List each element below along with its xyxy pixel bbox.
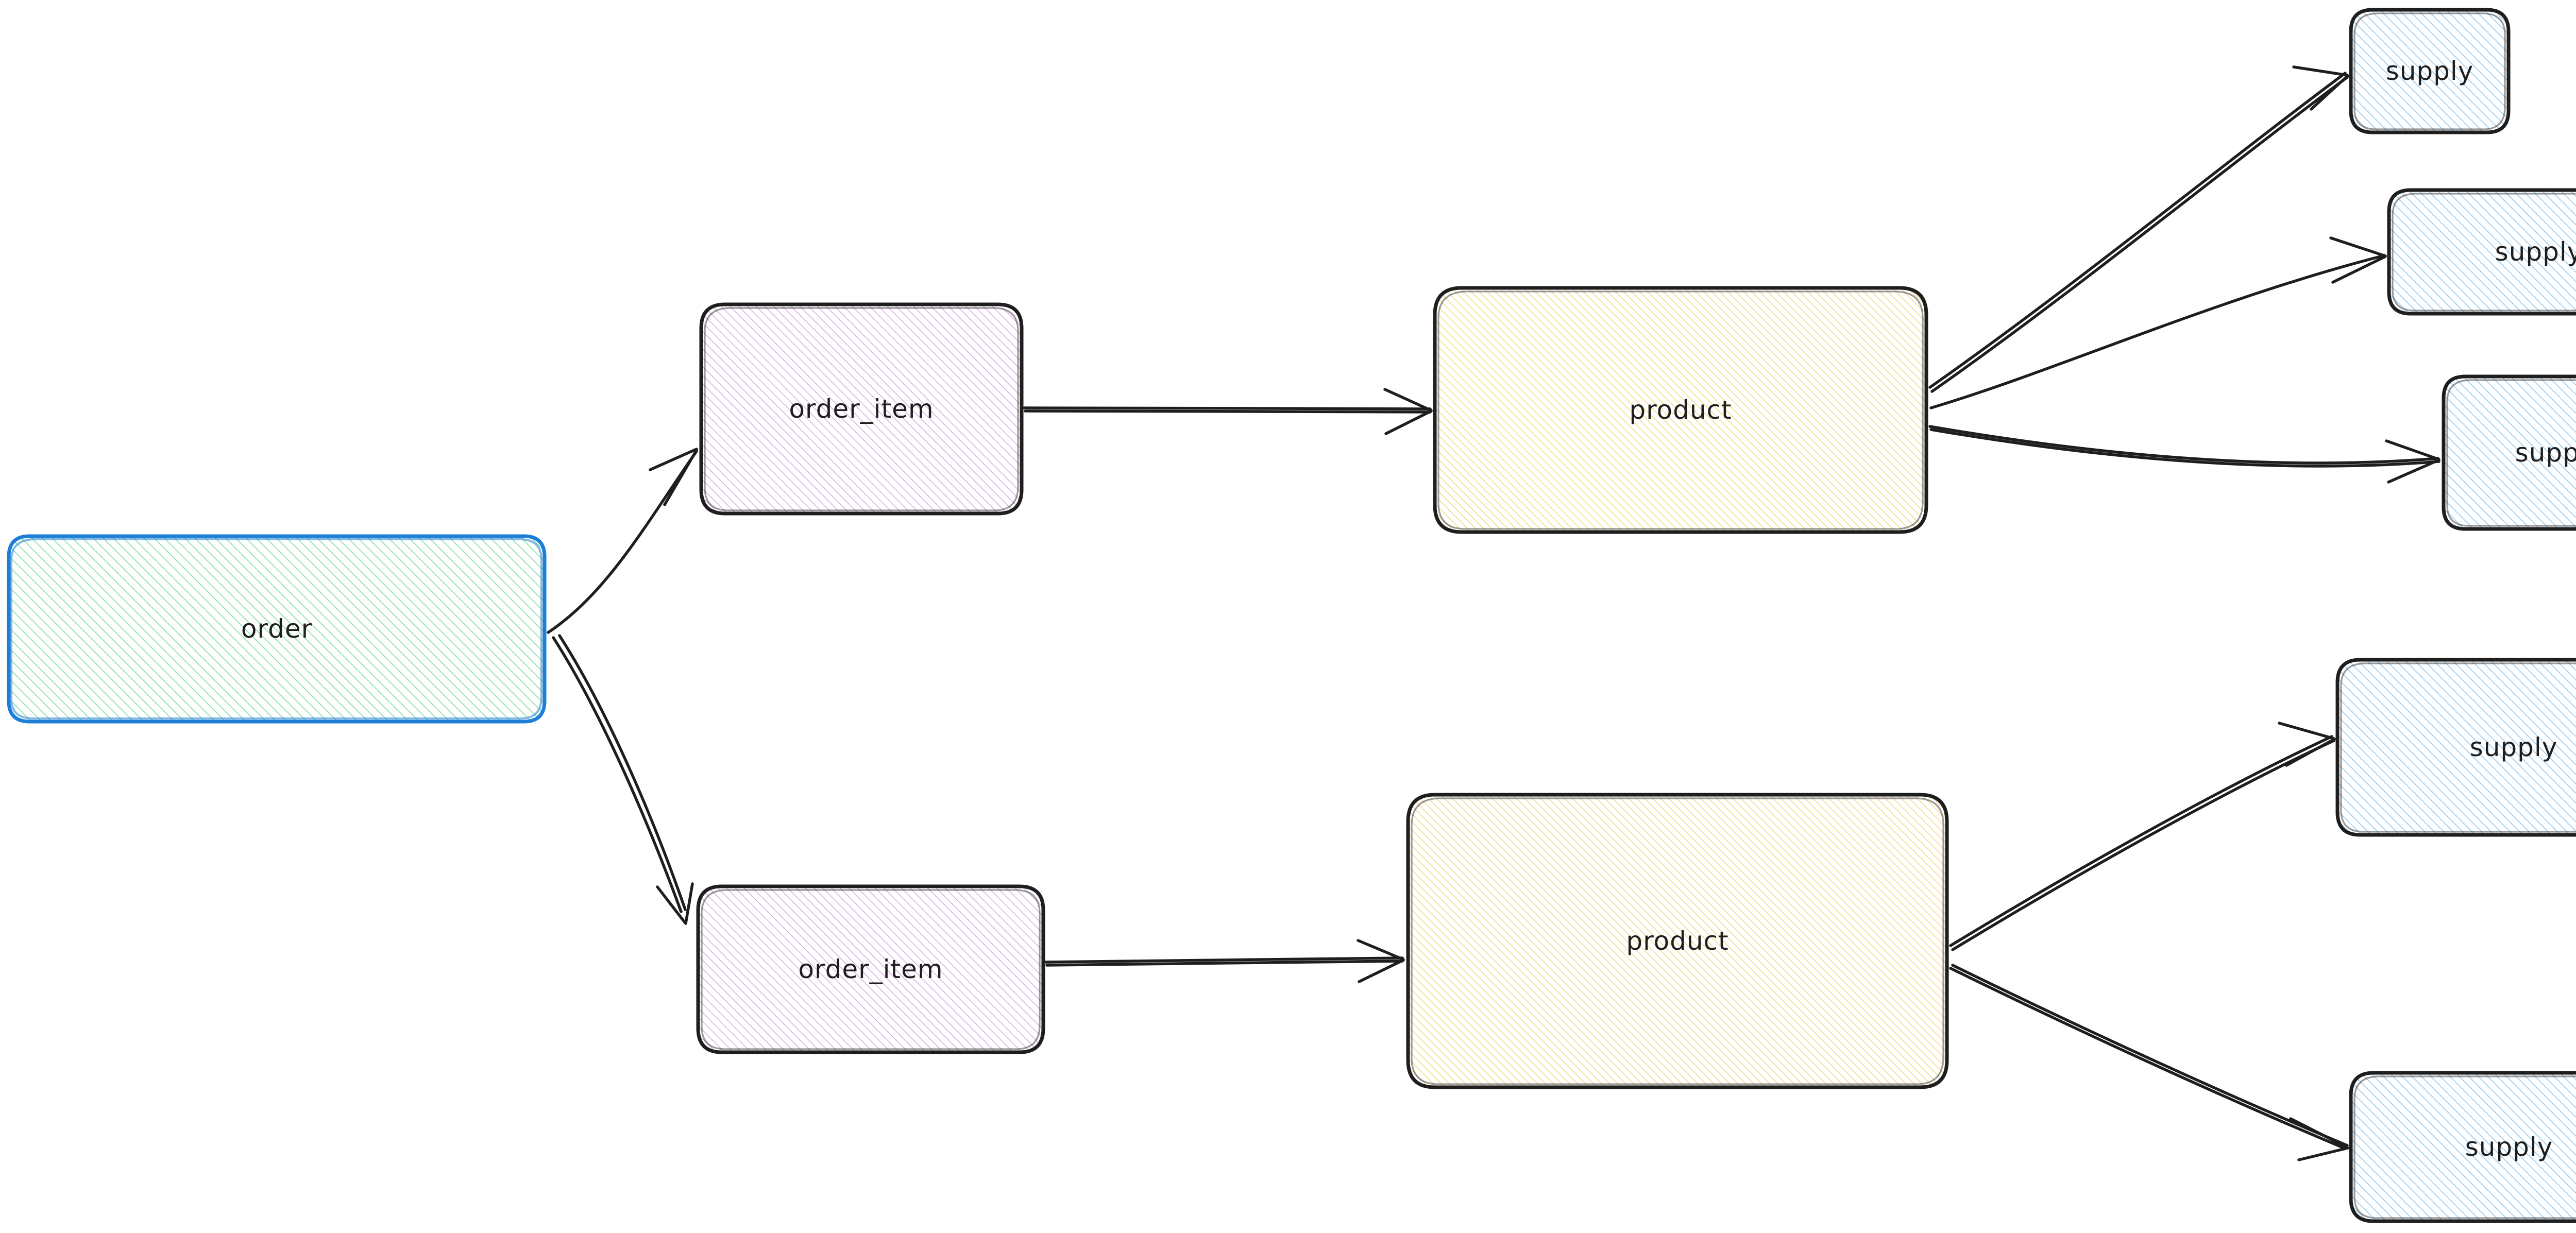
- node-label-order-item-2: order_item: [798, 954, 943, 984]
- node-label-product-1: product: [1629, 395, 1732, 425]
- node-label-supply-5: supply: [2465, 1132, 2553, 1162]
- node-label-supply-4: supply: [2469, 732, 2558, 762]
- node-supply-1[interactable]: supply: [2349, 8, 2511, 134]
- edge-product-2-to-supply-5: [1949, 964, 2349, 1161]
- node-label-order: order: [241, 614, 313, 644]
- edge-order-to-order-item-2: [552, 634, 694, 925]
- edge-order-to-order-item-1: [547, 448, 698, 634]
- node-product-1[interactable]: product: [1433, 286, 1928, 534]
- edge-order-item-1-to-product-1: [1023, 388, 1433, 435]
- node-label-supply-2: supply: [2495, 237, 2576, 267]
- edge-product-1-to-supply-2: [1929, 236, 2387, 409]
- node-supply-4[interactable]: supply: [2335, 658, 2576, 837]
- node-product-2[interactable]: product: [1406, 793, 1949, 1089]
- node-supply-3[interactable]: supply: [2442, 374, 2576, 531]
- edge-order-item-2-to-product-2: [1044, 939, 1405, 983]
- node-supply-5[interactable]: supply: [2349, 1071, 2576, 1223]
- node-order-item-1[interactable]: order_item: [699, 302, 1024, 516]
- node-label-supply-3: supply: [2515, 438, 2576, 468]
- node-label-order-item-1: order_item: [789, 394, 934, 424]
- node-order[interactable]: order: [7, 534, 547, 724]
- edge-product-2-to-supply-4: [1949, 722, 2336, 951]
- edge-product-1-to-supply-3: [1928, 425, 2441, 484]
- node-label-supply-1: supply: [2385, 56, 2474, 86]
- node-order-item-2[interactable]: order_item: [696, 884, 1045, 1054]
- node-label-product-2: product: [1626, 926, 1729, 956]
- node-supply-2[interactable]: supply: [2387, 188, 2576, 316]
- edge-product-1-to-supply-1: [1928, 65, 2349, 393]
